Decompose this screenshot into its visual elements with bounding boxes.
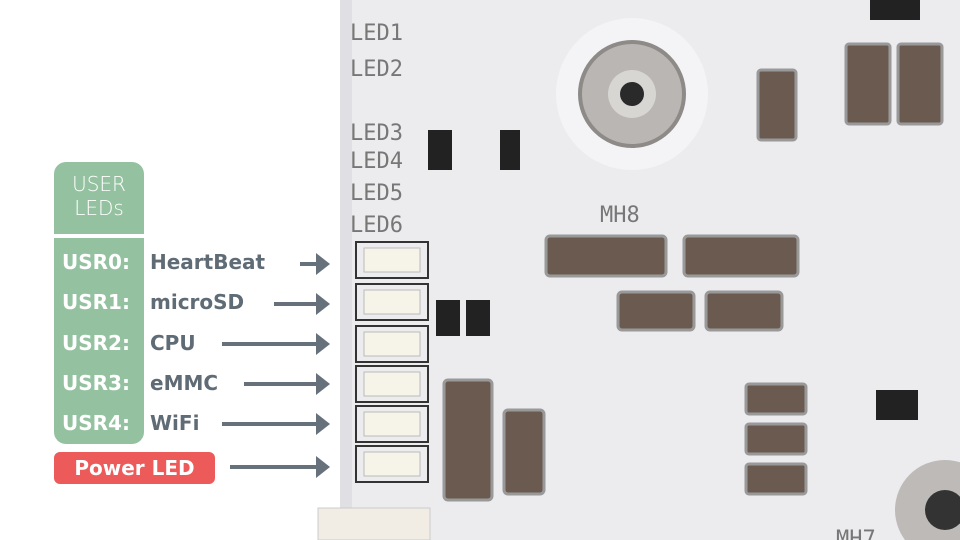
led-id: USR2: xyxy=(62,331,130,355)
led-function: HeartBeat xyxy=(150,250,266,274)
silk-led6: LED6 xyxy=(350,213,403,238)
silk-led5: LED5 xyxy=(350,181,403,206)
led-id: USR4: xyxy=(62,411,130,435)
arrow-icon xyxy=(300,253,330,275)
led-function: WiFi xyxy=(150,411,200,435)
arrow-icon xyxy=(222,413,330,435)
led-function: microSD xyxy=(150,290,245,314)
user-leds-list xyxy=(54,238,144,444)
leds xyxy=(355,241,429,483)
header-line1: USER xyxy=(72,172,126,196)
led-id: USR3: xyxy=(62,371,130,395)
arrow-icon xyxy=(274,293,330,315)
silk-led4: LED4 xyxy=(350,149,403,174)
silk-led2: LED2 xyxy=(350,57,403,82)
silk-led1: LED1 xyxy=(350,21,403,46)
arrow-icon xyxy=(244,373,330,395)
power-led-badge: Power LED xyxy=(54,452,215,484)
header-line2: LEDs xyxy=(74,196,124,220)
led-id: USR0: xyxy=(62,250,130,274)
led-function: CPU xyxy=(150,331,196,355)
silk-mh7: MH7 xyxy=(836,527,876,540)
arrow-icon xyxy=(230,456,330,478)
led-id: USR1: xyxy=(62,290,130,314)
silk-led3: LED3 xyxy=(350,121,403,146)
led-function: eMMC xyxy=(150,371,219,395)
silk-mh8: MH8 xyxy=(600,203,640,228)
arrow-icon xyxy=(222,333,330,355)
